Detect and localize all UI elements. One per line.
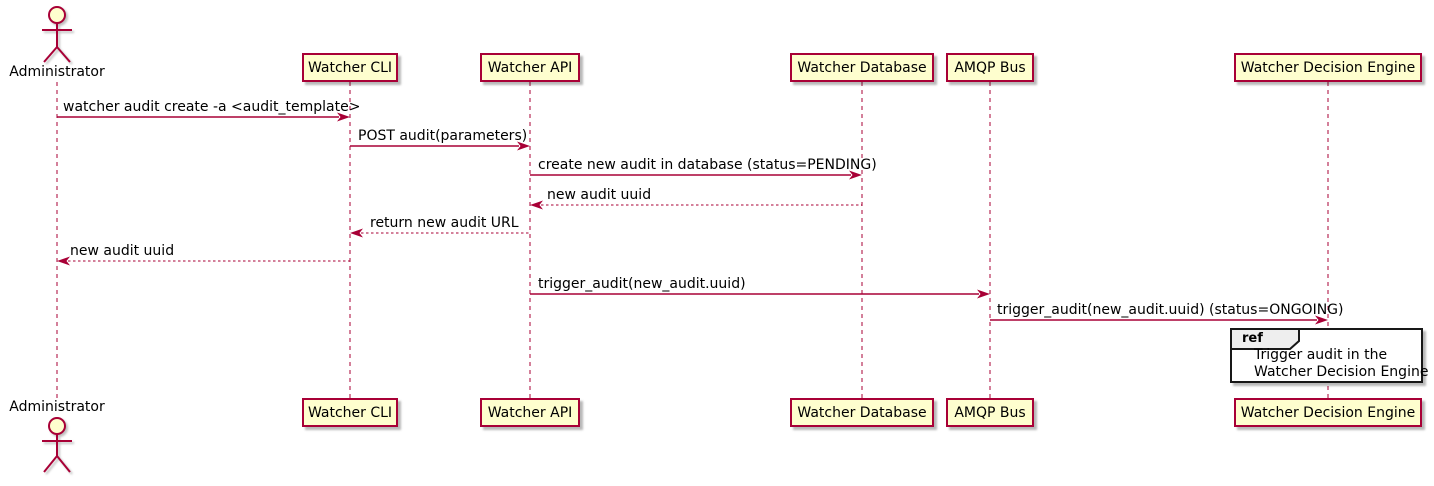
message-label-3: create new audit in database (status=PEN…: [538, 157, 877, 173]
participant-bottom-watcher-cli: Watcher CLI: [302, 398, 398, 427]
actor-head: [48, 6, 66, 24]
ref-text-line-2: Watcher Decision Engine: [1254, 364, 1429, 380]
message-arrow-5: [350, 228, 530, 238]
actor-label-top: Administrator: [9, 64, 105, 80]
ref-text-line-1: Trigger audit in the: [1254, 347, 1388, 363]
actor-leg-left: [43, 46, 58, 63]
message-label-1: watcher audit create -a <audit_template>: [63, 99, 361, 115]
message-arrow-1: [57, 112, 350, 122]
ref-tag-shape: [1230, 328, 1300, 350]
message-arrows: [57, 112, 1328, 325]
actor-figure-bottom: [42, 417, 72, 473]
message-arrow-8: [990, 315, 1328, 325]
actor-leg-right: [56, 455, 71, 473]
participant-top-watcher-cli: Watcher CLI: [302, 53, 398, 82]
actor-leg-left: [43, 455, 58, 473]
participant-bottom-watcher-decision-engine: Watcher Decision Engine: [1234, 398, 1422, 427]
participant-top-watcher-database: Watcher Database: [790, 53, 934, 82]
message-arrow-2: [350, 141, 530, 151]
actor-figure-top: [42, 6, 72, 63]
message-arrow-4: [530, 200, 862, 210]
actor-leg-right: [56, 46, 71, 63]
message-label-4: new audit uuid: [547, 187, 652, 203]
ref-fragment: ref Trigger audit in the Watcher Decisio…: [1230, 328, 1428, 383]
participant-top-watcher-api: Watcher API: [480, 53, 580, 82]
message-label-7: trigger_audit(new_audit.uuid): [538, 276, 746, 292]
lifelines: [56, 82, 1329, 398]
participant-top-amqp-bus: AMQP Bus: [946, 53, 1034, 82]
participant-top-watcher-decision-engine: Watcher Decision Engine: [1234, 53, 1422, 82]
message-label-5: return new audit URL: [370, 215, 519, 231]
message-arrow-6: [57, 256, 350, 266]
ref-tag-label: ref: [1242, 331, 1263, 346]
message-arrow-7: [530, 289, 990, 299]
message-label-2: POST audit(parameters): [358, 128, 528, 144]
participant-bottom-watcher-database: Watcher Database: [790, 398, 934, 427]
participant-bottom-watcher-api: Watcher API: [480, 398, 580, 427]
message-label-8: trigger_audit(new_audit.uuid) (status=ON…: [997, 302, 1344, 318]
participant-bottom-amqp-bus: AMQP Bus: [946, 398, 1034, 427]
actor-head: [48, 417, 66, 435]
actor-label-bottom: Administrator: [9, 399, 105, 415]
message-label-6: new audit uuid: [70, 243, 175, 259]
message-arrow-3: [530, 170, 862, 180]
